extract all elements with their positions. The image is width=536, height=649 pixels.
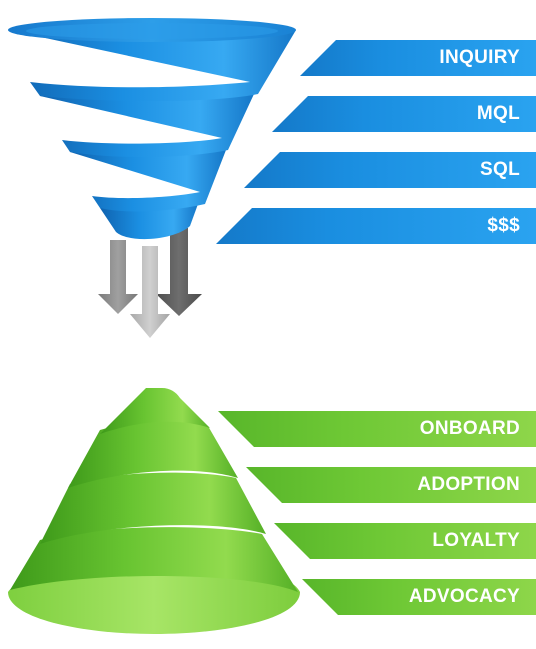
pyramid-stage-adoption: ADOPTION xyxy=(246,467,536,503)
pyramid-band xyxy=(100,388,210,434)
pyramid-stage-loyalty: LOYALTY xyxy=(274,523,536,559)
funnel-stage-label: $$$ xyxy=(487,215,520,236)
funnel-stage-label: INQUIRY xyxy=(439,47,520,68)
arrow-down-icon xyxy=(98,240,138,314)
pyramid-stage-label: LOYALTY xyxy=(432,530,520,551)
arrow-down-icon xyxy=(156,228,202,316)
arrow-down-icon xyxy=(130,246,170,338)
pyramid-stage-advocacy: ADVOCACY xyxy=(302,579,536,615)
funnel-band xyxy=(70,143,226,212)
customer-pyramid xyxy=(8,388,300,634)
pyramid-band xyxy=(68,421,238,488)
funnel-stage-mql: MQL xyxy=(272,96,536,132)
funnel-stage-label: MQL xyxy=(476,103,520,124)
funnel-stage-revenue: $$$ xyxy=(216,208,536,244)
pyramid-stage-onboard: ONBOARD xyxy=(218,411,536,447)
pyramid-band xyxy=(40,472,266,544)
funnel-band xyxy=(40,87,254,158)
funnel-band xyxy=(8,30,296,102)
funnel-stage-sql: SQL xyxy=(244,152,536,188)
funnel-output-arrows xyxy=(98,228,202,338)
funnel-opening-inner xyxy=(26,23,278,39)
funnel-stage-label: SQL xyxy=(480,159,520,180)
pyramid-stage-label: ADVOCACY xyxy=(408,586,520,607)
funnel-stage-inquiry: INQUIRY xyxy=(300,40,536,76)
pyramid-stage-label: ADOPTION xyxy=(417,474,520,495)
sales-funnel xyxy=(8,18,296,240)
pyramid-stage-label: ONBOARD xyxy=(419,418,520,439)
pyramid-band xyxy=(10,527,298,592)
